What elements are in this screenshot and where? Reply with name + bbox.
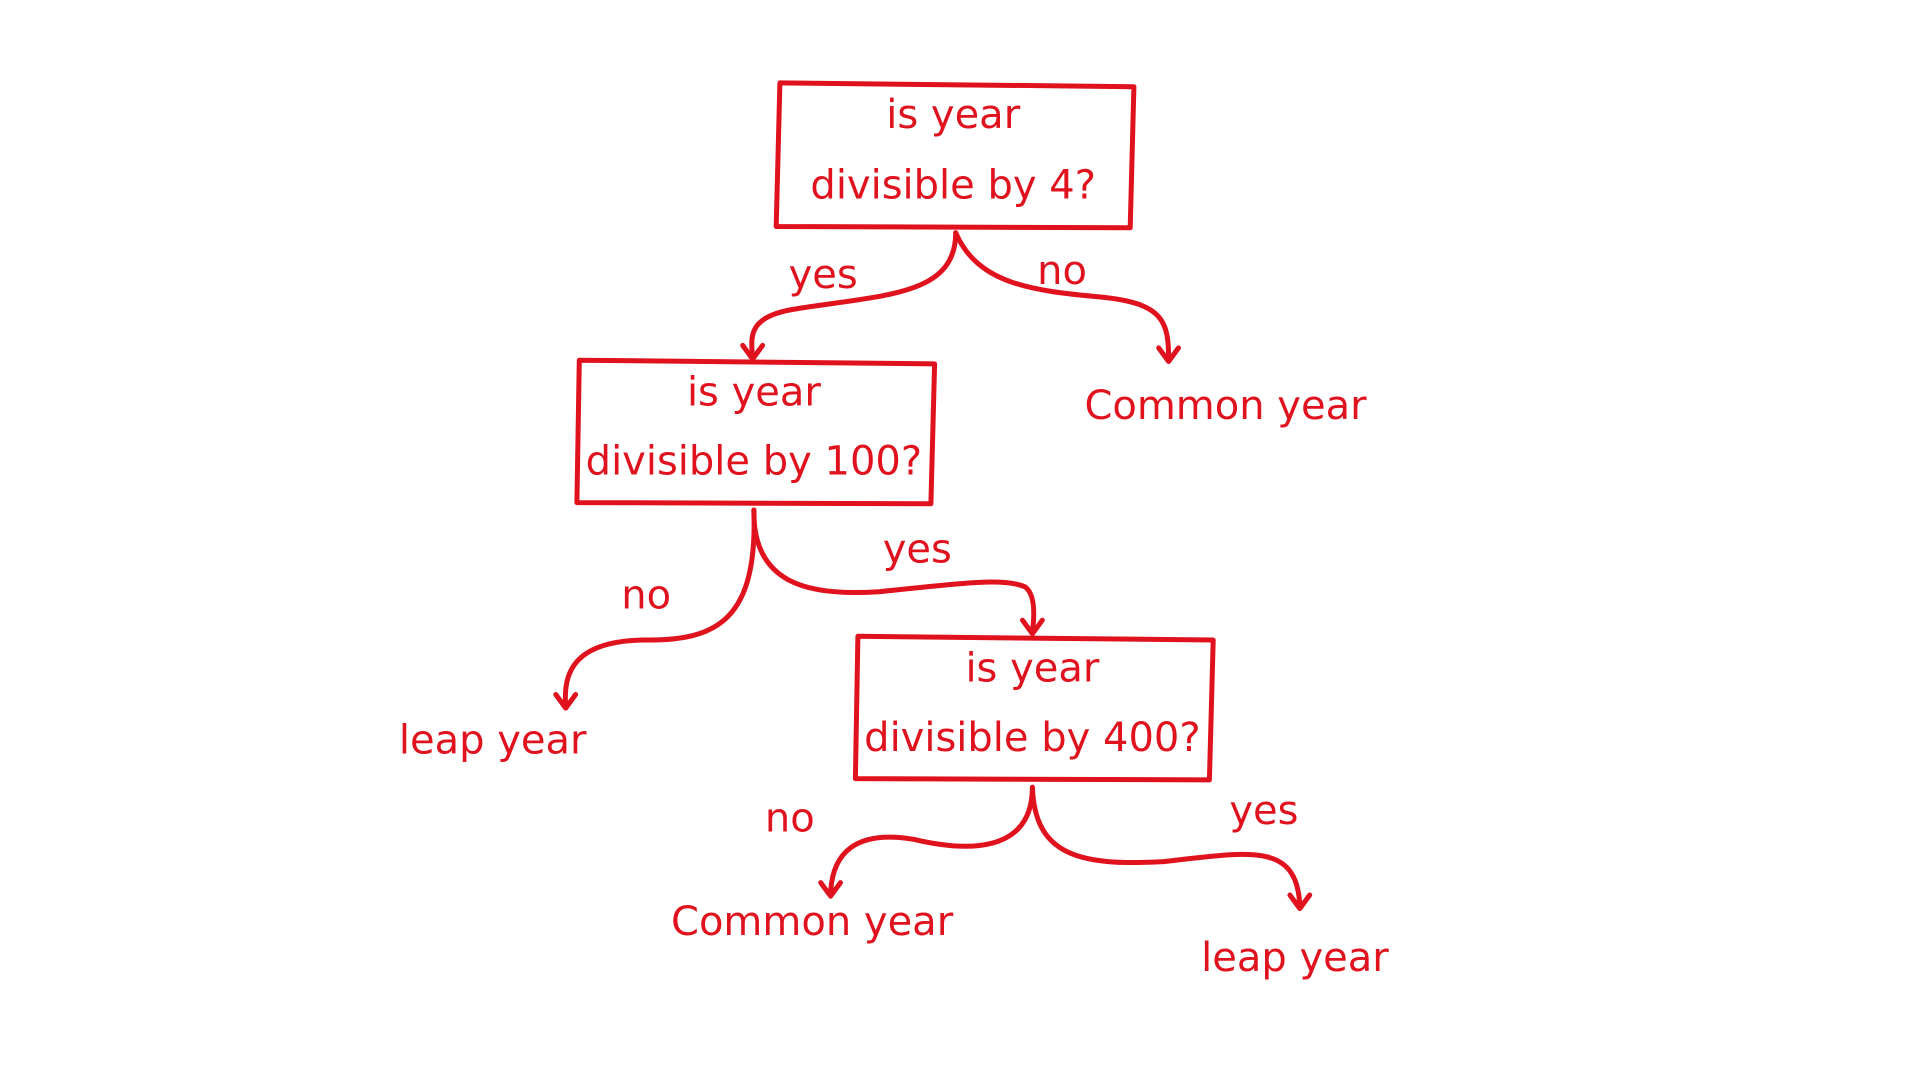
decision-box-q100 [574,357,938,507]
decision-text-line2: divisible by 100? [586,439,922,485]
edge-line [749,230,959,359]
decision-text-line1: is year [965,646,1099,692]
edge-line [953,230,1172,362]
decision-text-line2: divisible by 4? [810,163,1096,209]
edge-label-no: no [765,795,815,841]
decision-box-q400 [852,633,1216,783]
decision-text-line1: is year [687,369,821,415]
decision-box-q4 [773,80,1137,231]
arrowhead-icon [818,880,843,899]
outcome-leap-2: leap year [1201,935,1389,981]
outcome-leap-1: leap year [399,717,587,763]
edge-label-yes: yes [1229,788,1298,834]
arrowhead-icon [740,342,766,362]
edge-q4-yes [740,230,959,362]
edge-line [1029,784,1303,909]
edge-line [828,784,1035,897]
arrowhead-icon [1020,617,1045,637]
edge-label-yes: yes [883,527,952,573]
edge-label-no: no [1037,248,1087,294]
edge-q100-no [553,507,757,711]
edge-q4-no [953,230,1181,364]
edge-line [751,507,1037,634]
edge-label-no: no [621,572,671,618]
arrowhead-icon [1287,892,1313,912]
arrowhead-icon [1156,345,1181,364]
decision-text-line2: divisible by 400? [864,715,1200,761]
outcome-common-2: Common year [671,899,954,945]
edge-q400-yes [1029,784,1313,912]
decision-text-line1: is year [886,92,1020,138]
edge-q100-yes [751,507,1045,637]
edge-q400-no [818,784,1035,899]
edge-label-yes: yes [789,252,858,298]
arrowhead-icon [553,692,579,711]
edge-line [562,507,757,709]
outcome-common-1: Common year [1084,383,1367,429]
